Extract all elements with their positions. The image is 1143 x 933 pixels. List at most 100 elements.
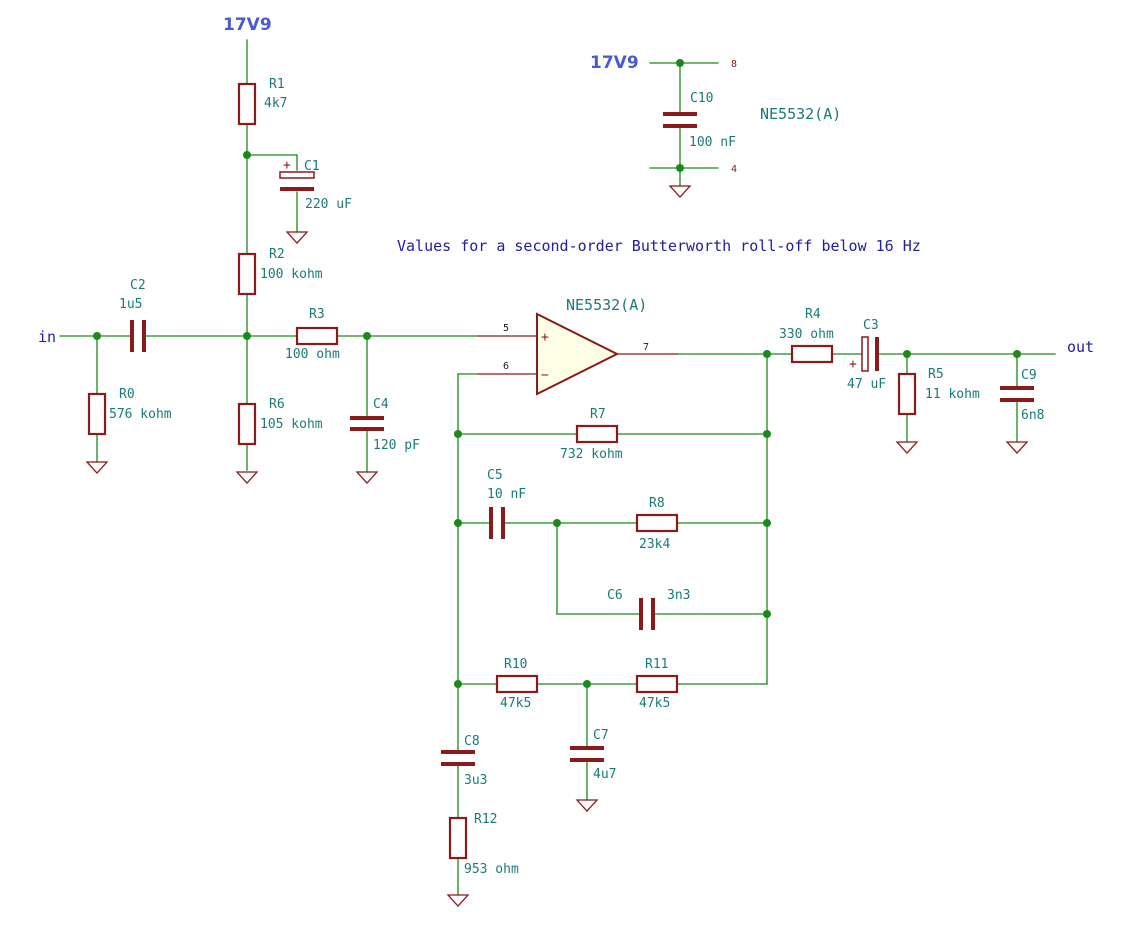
- resistor-r6: [237, 402, 257, 446]
- junction-dot: [553, 519, 561, 527]
- c2-value: 1u5: [119, 297, 142, 312]
- r2-value: 100 kohm: [260, 267, 323, 282]
- c4-ref: C4: [373, 397, 389, 412]
- c7-ref: C7: [593, 728, 609, 743]
- junction-dot: [454, 430, 462, 438]
- capacitor-c7: [570, 746, 604, 762]
- capacitor-c3: [861, 336, 879, 372]
- wires: [59, 39, 1056, 896]
- c2-ref: C2: [130, 278, 146, 293]
- opamp-plus-sign: +: [541, 330, 549, 345]
- junction-dot: [363, 332, 371, 340]
- ground-symbols: [85, 185, 1029, 907]
- r7-value: 732 kohm: [560, 447, 623, 462]
- opamp-ref-label: NE5532(A): [566, 296, 647, 314]
- capacitor-c4: [350, 416, 384, 431]
- ground-icon: [235, 471, 259, 484]
- c10-ref: C10: [690, 91, 713, 106]
- r10-value: 47k5: [500, 696, 531, 711]
- pin-number-7: 7: [643, 342, 649, 353]
- design-note: Values for a second-order Butterworth ro…: [397, 237, 921, 255]
- capacitor-c6: [639, 598, 655, 630]
- r8-ref: R8: [649, 496, 665, 511]
- opamp-triangle-icon: [536, 312, 620, 396]
- resistor-r11: [635, 674, 679, 694]
- c7-value: 4u7: [593, 767, 616, 782]
- capacitor-c2: [130, 320, 146, 352]
- capacitor-c10: [663, 112, 697, 128]
- capacitor-c9: [1000, 386, 1034, 402]
- resistor-r0: [87, 392, 107, 436]
- c6-ref: C6: [607, 588, 623, 603]
- r3-ref: R3: [309, 307, 325, 322]
- c3-ref: C3: [863, 318, 879, 333]
- ground-icon: [446, 894, 470, 907]
- c4-value: 120 pF: [373, 438, 420, 453]
- junction-dot: [676, 59, 684, 67]
- junction-dot: [454, 680, 462, 688]
- junction-dot: [763, 430, 771, 438]
- c5-value: 10 nF: [487, 487, 526, 502]
- c3-value: 47 uF: [847, 377, 886, 392]
- opamp-power-unit: 8 4 NE5532(A): [731, 59, 841, 175]
- resistor-r3: [295, 326, 339, 346]
- c1-ref: C1: [304, 159, 320, 174]
- r4-value: 330 ohm: [779, 327, 834, 342]
- supply-rail-label: 17V9: [223, 15, 272, 35]
- ground-icon: [895, 441, 919, 454]
- c10-value: 100 nF: [689, 135, 736, 150]
- junction-dot: [763, 350, 771, 358]
- c9-ref: C9: [1021, 368, 1037, 383]
- resistor-r7: [575, 424, 619, 444]
- resistor-r5: [897, 372, 917, 416]
- r5-value: 11 kohm: [925, 387, 980, 402]
- power-unit-ref-label: NE5532(A): [760, 105, 841, 123]
- junction-dot: [454, 519, 462, 527]
- junction-dot: [676, 164, 684, 172]
- input-port-label: in: [38, 328, 56, 346]
- r6-ref: R6: [269, 397, 285, 412]
- r3-value: 100 ohm: [285, 347, 340, 362]
- c1-value: 220 uF: [305, 197, 352, 212]
- r11-ref: R11: [645, 657, 668, 672]
- ground-icon: [285, 231, 309, 244]
- decoupling-rail-label: 17V9: [590, 53, 639, 73]
- junction-dot: [93, 332, 101, 340]
- c1-polarity-plus: +: [283, 158, 291, 173]
- pin-number-8: 8: [731, 59, 737, 70]
- c9-value: 6n8: [1021, 408, 1044, 423]
- junction-dot: [243, 332, 251, 340]
- r11-value: 47k5: [639, 696, 670, 711]
- r10-ref: R10: [504, 657, 527, 672]
- capacitors: [130, 112, 1034, 766]
- r0-value: 576 kohm: [109, 407, 172, 422]
- resistor-r12: [448, 816, 468, 860]
- output-port-label: out: [1067, 338, 1094, 356]
- ground-icon: [1005, 441, 1029, 454]
- c5-ref: C5: [487, 468, 503, 483]
- r8-value: 23k4: [639, 537, 670, 552]
- c6-value: 3n3: [667, 588, 690, 603]
- junction-dot: [1013, 350, 1021, 358]
- capacitor-c8: [441, 750, 475, 766]
- r2-ref: R2: [269, 247, 285, 262]
- opamp-minus-sign: −: [541, 368, 549, 383]
- junction-dots: [93, 59, 1021, 688]
- component-labels: R1 4k7 C1 220 uF R2 100 kohm C2 1u5 R3 1…: [109, 77, 1044, 877]
- capacitor-c5: [489, 507, 505, 539]
- pin-number-6: 6: [503, 361, 509, 372]
- r12-value: 953 ohm: [464, 862, 519, 877]
- r5-ref: R5: [928, 367, 944, 382]
- c8-ref: C8: [464, 734, 480, 749]
- pin-number-4: 4: [731, 164, 737, 175]
- resistors: [87, 82, 917, 860]
- r6-value: 105 kohm: [260, 417, 323, 432]
- c3-polarity-plus: +: [849, 357, 857, 372]
- capacitor-c1: [279, 171, 315, 191]
- ground-icon: [355, 471, 379, 484]
- resistor-r10: [495, 674, 539, 694]
- ground-icon: [575, 799, 599, 812]
- junction-dot: [763, 610, 771, 618]
- c8-value: 3u3: [464, 773, 487, 788]
